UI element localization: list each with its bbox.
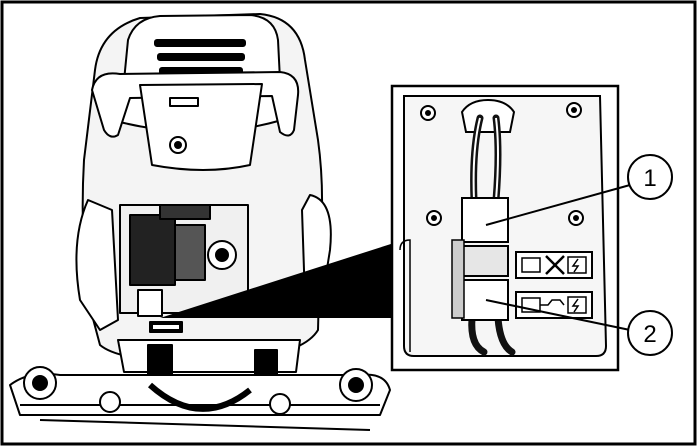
squeegee-hose	[147, 382, 252, 412]
scrubber-machine	[9, 13, 391, 431]
internal-cables	[129, 214, 176, 286]
detail-inset	[390, 84, 620, 372]
callout-1-number: 1	[643, 165, 656, 192]
cable-entry	[460, 98, 516, 133]
seat-slot-1	[154, 39, 246, 47]
callout-2: 2	[627, 310, 673, 356]
lower-cable-right	[494, 314, 516, 356]
leader-line-2	[485, 299, 631, 331]
zoom-beam	[160, 243, 394, 318]
connector-upper	[461, 197, 509, 243]
callout-2-number: 2	[643, 321, 656, 348]
left-fender	[75, 199, 119, 331]
lower-cable-left	[468, 314, 488, 356]
leader-line-1	[485, 184, 631, 226]
console-slot	[169, 97, 199, 107]
connector-small	[137, 289, 163, 317]
control-console	[139, 83, 263, 171]
connector-lower	[461, 245, 509, 277]
seat-slot-2	[157, 53, 245, 61]
battery-disconnected-icon	[515, 251, 593, 279]
callout-1: 1	[627, 154, 673, 200]
